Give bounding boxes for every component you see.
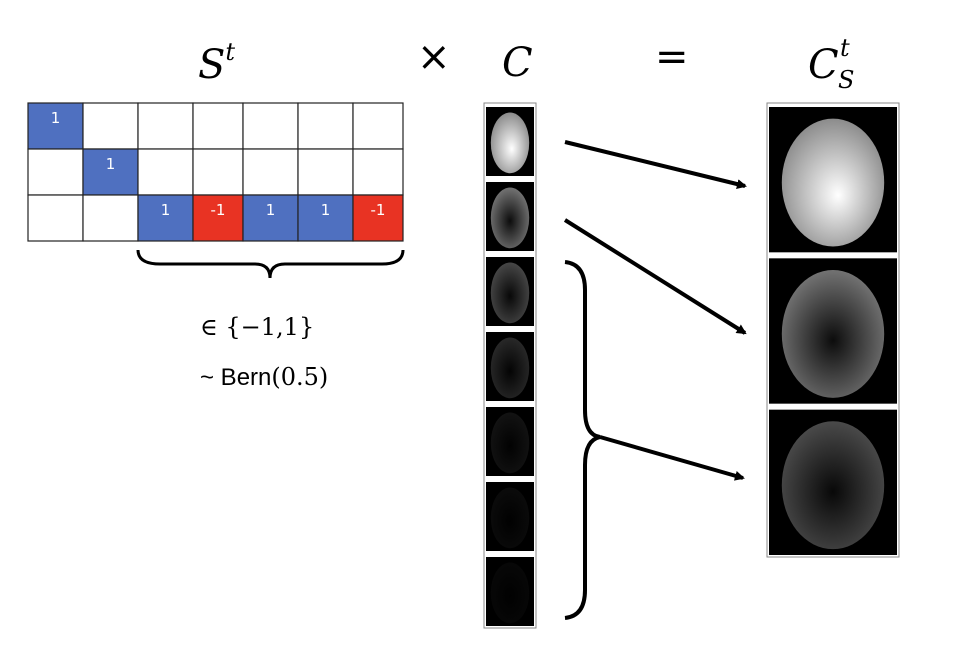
arrow-2 bbox=[563, 218, 747, 335]
right-brace bbox=[564, 260, 601, 620]
cs-component-image bbox=[781, 269, 885, 398]
c-component-image bbox=[490, 262, 530, 324]
c-components-column bbox=[483, 102, 537, 629]
arrow-3 bbox=[599, 435, 745, 481]
matrix-cell bbox=[352, 194, 404, 242]
cs-component-image bbox=[781, 118, 885, 247]
matrix-cell bbox=[242, 148, 299, 196]
c-component-image bbox=[490, 487, 530, 549]
matrix-cell bbox=[192, 148, 244, 196]
cs-sup: t bbox=[840, 34, 850, 62]
cs-components-column bbox=[766, 102, 900, 558]
matrix-cell bbox=[137, 194, 194, 242]
cs-base: C bbox=[808, 42, 839, 88]
matrix-cell bbox=[82, 102, 139, 150]
matrix-cell bbox=[82, 148, 139, 196]
c-component-image bbox=[490, 187, 530, 249]
matrix-cell bbox=[192, 102, 244, 150]
bernoulli-distribution: ~ Bern(0.5) bbox=[200, 363, 328, 391]
matrix-cell-value: -1 bbox=[371, 201, 386, 219]
matrix-cell bbox=[27, 102, 84, 150]
matrix-cell bbox=[352, 148, 404, 196]
matrix-cell-value: 1 bbox=[106, 155, 116, 173]
title-cs: C t S bbox=[808, 34, 854, 94]
matrix-cell bbox=[27, 194, 84, 242]
c-component-image bbox=[490, 112, 530, 174]
matrix-cell bbox=[137, 148, 194, 196]
set-membership: ∈ {−1,1} bbox=[200, 313, 314, 341]
c-component-image bbox=[490, 337, 530, 399]
arrow-1 bbox=[564, 140, 747, 189]
matrix-cell bbox=[297, 102, 354, 150]
sampling-matrix: 1 1 1 -1 1 1 -1 bbox=[27, 102, 404, 242]
title-s: St bbox=[198, 38, 235, 88]
matrix-cell bbox=[297, 148, 354, 196]
underbrace bbox=[136, 249, 405, 279]
matrix-cell bbox=[352, 102, 404, 150]
matrix-cell-value: 1 bbox=[321, 201, 331, 219]
cs-sub: S bbox=[838, 66, 854, 94]
matrix-cell bbox=[242, 102, 299, 150]
matrix-cell bbox=[137, 102, 194, 150]
matrix-cell-value: -1 bbox=[211, 201, 226, 219]
times-sign: × bbox=[417, 34, 451, 80]
title-c: C bbox=[502, 40, 533, 86]
matrix-cell-value: 1 bbox=[266, 201, 276, 219]
matrix-cell-value: 1 bbox=[161, 201, 171, 219]
matrix-cell bbox=[242, 194, 299, 242]
cs-component-image bbox=[781, 421, 885, 550]
equals-sign: = bbox=[655, 34, 689, 80]
matrix-cell bbox=[297, 194, 354, 242]
c-component-image bbox=[490, 412, 530, 474]
c-component-image bbox=[490, 562, 530, 624]
matrix-cell bbox=[82, 194, 139, 242]
matrix-cell bbox=[27, 148, 84, 196]
matrix-cell-value: 1 bbox=[51, 109, 61, 127]
